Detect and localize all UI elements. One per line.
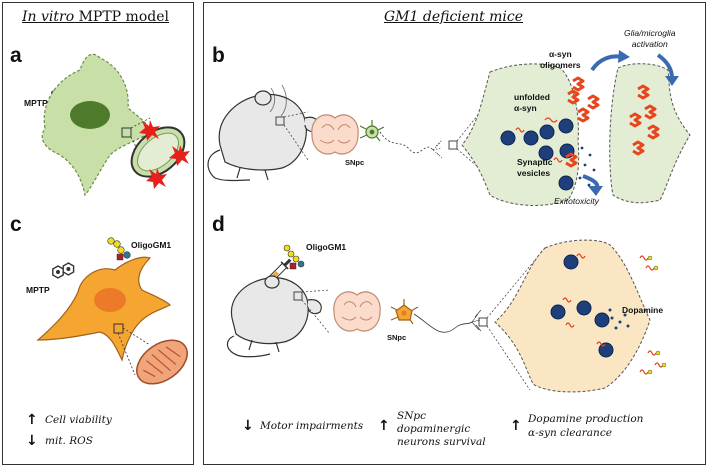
oligogm1-sugar-icon-d xyxy=(283,244,305,270)
snpc-label-d: SNpc xyxy=(387,333,407,342)
mouse-icon-b xyxy=(207,84,320,182)
neuron-nucleus-c xyxy=(94,288,126,312)
neuron-nucleus-a xyxy=(70,101,110,129)
left-panel-title-italic: In vitro xyxy=(22,9,75,25)
presynaptic-terminal-b xyxy=(461,63,580,206)
snpc-label-b: SNpc xyxy=(345,158,365,167)
mitochondrion-icon-c xyxy=(136,339,188,385)
postsynaptic-terminal-b xyxy=(609,63,691,204)
panel-d-letter: d xyxy=(212,213,225,236)
outcome-arrow-down-c: ↓ xyxy=(26,433,38,449)
exitotoxicity-label: Exitotoxicity xyxy=(554,196,599,206)
blue-arrow-activation-1 xyxy=(590,54,623,72)
zoom-box-mouse-d xyxy=(293,291,303,301)
outcome-mit-ros: mit. ROS xyxy=(45,435,93,447)
neurotransmitter-dots-b xyxy=(578,146,596,187)
right-panel-frame xyxy=(203,2,706,465)
unfolded-alpha-syn-b xyxy=(515,117,563,163)
glia-microglia-label: Glia/microglia activation xyxy=(624,28,676,49)
outcome-arrow-up-d2: ↑ xyxy=(378,418,390,434)
left-panel-frame xyxy=(2,2,194,465)
outcome-motor-impairments: Motor impairments xyxy=(260,420,364,432)
oligogm1-sugar-icon-c xyxy=(107,237,131,261)
mptp-label-a: MPTP xyxy=(24,98,48,108)
blue-arrow-activation-2 xyxy=(656,53,674,79)
dopamine-dots-d xyxy=(608,308,630,330)
zoom-box-terminal-d xyxy=(478,317,488,327)
outcome-arrow-up-d3: ↑ xyxy=(510,418,522,434)
mouse-icon-d xyxy=(226,275,322,358)
ros-burst-icon-a2 xyxy=(169,145,190,166)
oligogm1-label-c: OligoGM1 xyxy=(131,240,172,250)
alpha-syn-clearance-d xyxy=(639,255,667,375)
outcome-dopamine-production: Dopamine production α-syn clearance xyxy=(528,413,644,439)
unfolded-alpha-syn-label: unfolded α-syn xyxy=(514,92,550,113)
brain-section-icon-b xyxy=(311,114,359,155)
zoom-box-mouse-b xyxy=(275,116,285,126)
mptp-label-c: MPTP xyxy=(26,285,50,295)
mitochondrion-icon-a xyxy=(130,126,186,178)
outcome-cell-viability: Cell viability xyxy=(45,414,112,426)
unfolded-alpha-syn-d xyxy=(562,253,606,347)
panel-b-letter: b xyxy=(212,44,225,67)
oligogm1-label-d: OligoGM1 xyxy=(306,242,347,252)
ros-burst-icon-a3 xyxy=(146,168,167,189)
outcome-arrow-down-d1: ↓ xyxy=(242,418,254,434)
axon-d xyxy=(413,313,473,333)
left-panel-title-rest: MPTP model xyxy=(74,9,169,25)
right-panel-title: GM1 deficient mice xyxy=(384,9,524,25)
synaptic-vesicles-label: Synaptic vesicles xyxy=(517,157,553,178)
outcome-arrow-up-c: ↑ xyxy=(26,412,38,428)
zoom-box-terminal-b xyxy=(448,140,458,150)
brain-section-icon-d xyxy=(333,291,381,332)
panel-c-letter: c xyxy=(10,213,22,236)
ros-burst-icon-a1 xyxy=(139,120,160,141)
left-panel-title: In vitro MPTP model xyxy=(22,9,169,25)
zoom-box-c xyxy=(113,323,124,334)
alpha-syn-oligomers-label: α-syn oligomers xyxy=(540,49,581,70)
neuron-icon-d xyxy=(390,299,419,325)
outcome-snpc-survival: SNpc dopaminergic neurons survival xyxy=(397,410,486,448)
mptp-molecule-icon-c xyxy=(52,262,75,279)
dopamine-label-d: Dopamine xyxy=(622,305,664,315)
panel-a-letter: a xyxy=(10,44,22,67)
neuron-icon-b xyxy=(359,120,385,142)
axon-b xyxy=(379,131,434,154)
zoom-box-a xyxy=(121,127,132,138)
